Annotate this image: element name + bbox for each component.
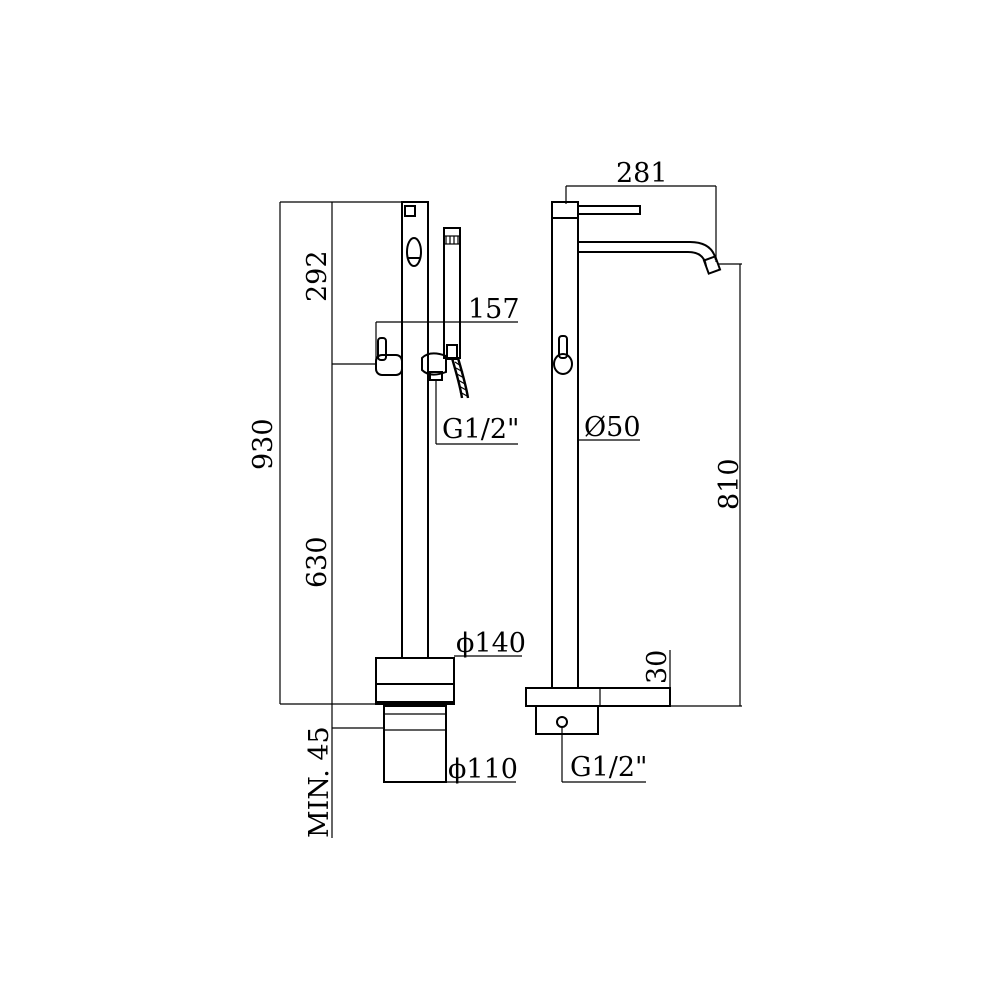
side-body-column (551, 201, 579, 689)
mixer-handle (375, 337, 403, 376)
dim-g12-side: G1/2" (562, 752, 647, 783)
dim-140-label: ϕ140 (456, 628, 526, 659)
dim-930: 930 (248, 201, 402, 705)
dim-110-label: ϕ110 (448, 754, 518, 785)
dim-30: 30 (642, 650, 673, 706)
handshower-holder (421, 352, 447, 381)
dim-930-label: 930 (248, 418, 279, 470)
dim-30-label: 30 (642, 650, 673, 684)
shower-hose (450, 357, 470, 399)
dim-g12-side-label: G1/2" (570, 752, 647, 783)
dim-110: ϕ110 (446, 754, 518, 785)
side-handle (553, 335, 573, 375)
dim-g12-front-label: G1/2" (442, 414, 519, 445)
front-body-column (401, 201, 429, 659)
dim-810: 810 (670, 263, 745, 707)
dim-281-label: 281 (616, 158, 668, 189)
dim-min45: MIN. 45 (304, 704, 384, 838)
spout (578, 241, 722, 275)
dim-630-label: 630 (302, 536, 333, 588)
dim-157: 157 (375, 294, 520, 362)
handshower (443, 227, 461, 360)
dim-810-label: 810 (714, 458, 745, 510)
dim-50-label: Ø50 (584, 412, 641, 443)
side-view: 281 Ø50 810 30 G1/2" (525, 158, 745, 783)
dim-292-label: 292 (302, 250, 333, 302)
dim-281: 281 (565, 158, 717, 262)
dim-50: Ø50 (578, 412, 641, 443)
dim-140: ϕ140 (454, 628, 526, 659)
front-inlet-pipe (383, 705, 447, 783)
side-top-lever (577, 205, 641, 215)
dim-157-label: 157 (468, 294, 520, 325)
front-view: 930 292 630 MIN. 45 157 G1/2" (248, 201, 526, 838)
dim-292-630: 292 630 (302, 202, 376, 704)
front-base (375, 657, 455, 705)
dim-g12-front: G1/2" (435, 380, 519, 445)
dim-min45-label: MIN. 45 (304, 726, 335, 838)
